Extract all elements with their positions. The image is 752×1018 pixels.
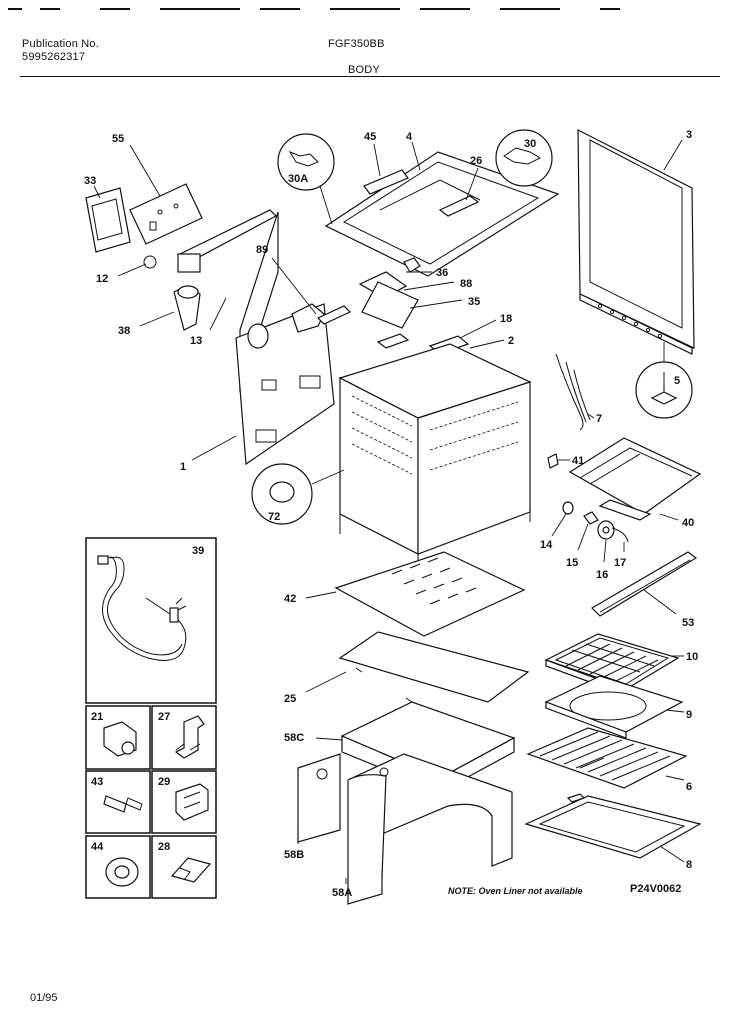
- label-1: 1: [180, 461, 186, 473]
- label-13: 13: [190, 335, 202, 347]
- part-89-valve: 89: [256, 244, 352, 333]
- publication-label: Publication No.: [22, 38, 99, 50]
- part-4-top-frame: 4: [324, 131, 560, 277]
- label-41: 41: [572, 455, 584, 467]
- part-7-tubes: 7: [555, 353, 602, 431]
- label-14: 14: [540, 539, 553, 551]
- label-29: 29: [158, 776, 170, 788]
- label-26: 26: [470, 155, 482, 167]
- label-58A: 58A: [332, 887, 352, 899]
- inset-part-43: 43: [85, 770, 151, 834]
- inset-part-21: 21: [85, 705, 151, 770]
- inset-part-44: 44: [85, 835, 151, 899]
- label-17: 17: [614, 557, 626, 569]
- label-88: 88: [460, 278, 472, 290]
- label-36: 36: [436, 267, 448, 279]
- part-40-burner: 40: [568, 437, 702, 529]
- label-27: 27: [158, 711, 170, 723]
- section-title: BODY: [348, 64, 380, 76]
- label-9: 9: [686, 709, 692, 721]
- label-72: 72: [268, 511, 280, 523]
- part-36-88-35-manifold: 36 88 35: [358, 267, 480, 329]
- part-8-oven-liner: 8: [524, 793, 702, 871]
- part-3-door-panel: 3: [577, 129, 695, 355]
- label-10: 10: [686, 651, 698, 663]
- part-42-bottom-panel: 42: [284, 551, 526, 637]
- inset-part-27: 27: [151, 705, 217, 770]
- publication-date: 01/95: [30, 992, 58, 1004]
- part-30-callout: 30: [495, 129, 553, 187]
- diagram-code: P24V0062: [630, 883, 681, 895]
- part-5-leveler-callout: 5: [635, 342, 693, 419]
- oven-cavity: [338, 343, 532, 564]
- label-33: 33: [84, 175, 96, 187]
- label-2: 2: [508, 335, 514, 347]
- part-30A-callout: 30A: [277, 133, 335, 225]
- liner-note: NOTE: Oven Liner not available: [448, 886, 583, 896]
- label-39: 39: [192, 545, 204, 557]
- label-12: 12: [96, 273, 108, 285]
- inset-power-cord: 39: [85, 537, 217, 704]
- part-55-control-board: 55: [112, 133, 203, 245]
- label-15: 15: [566, 557, 578, 569]
- label-5: 5: [674, 375, 680, 387]
- label-7: 7: [596, 413, 602, 425]
- label-43: 43: [91, 776, 103, 788]
- part-13-screw: 13: [190, 297, 227, 347]
- label-4: 4: [406, 131, 413, 143]
- part-26-bracket: 26: [438, 155, 482, 217]
- part-72-callout: 72: [251, 463, 345, 525]
- label-35: 35: [468, 296, 480, 308]
- label-89: 89: [256, 244, 268, 256]
- label-25: 25: [284, 693, 296, 705]
- label-38: 38: [118, 325, 130, 337]
- part-45-bracket: 45: [363, 131, 409, 195]
- part-1-side-panel: 1: [180, 303, 335, 473]
- label-45: 45: [364, 131, 376, 143]
- part-53-rail: 53: [591, 551, 698, 629]
- label-8: 8: [686, 859, 692, 871]
- part-25-baffle: 25: [284, 631, 530, 705]
- model-number: FGF350BB: [328, 38, 385, 50]
- part-58B-58A-insulation: 58B 58A: [284, 753, 513, 905]
- scan-top-marks: [0, 0, 752, 10]
- label-18: 18: [500, 313, 512, 325]
- label-6: 6: [686, 781, 692, 793]
- label-40: 40: [682, 517, 694, 529]
- label-44: 44: [91, 841, 104, 853]
- label-53: 53: [682, 617, 694, 629]
- inset-part-29: 29: [151, 770, 217, 834]
- label-28: 28: [158, 841, 170, 853]
- part-38-bracket: 38: [118, 285, 201, 337]
- inset-part-28: 28: [151, 835, 217, 899]
- label-55: 55: [112, 133, 124, 145]
- label-58B: 58B: [284, 849, 304, 861]
- label-58C: 58C: [284, 732, 304, 744]
- part-9-broil-pan: 9: [544, 675, 692, 739]
- label-30A: 30A: [288, 173, 308, 185]
- label-3: 3: [686, 129, 692, 141]
- parts-14-15-16-17: 14 15 16 17: [540, 501, 629, 581]
- label-30: 30: [524, 138, 536, 150]
- label-21: 21: [91, 711, 103, 723]
- publication-number: 5995262317: [22, 51, 86, 63]
- label-42: 42: [284, 593, 296, 605]
- part-41-clip: 41: [547, 453, 584, 469]
- part-6-oven-rack: 6: [526, 727, 692, 793]
- header-rule: [20, 76, 720, 77]
- label-16: 16: [596, 569, 608, 581]
- part-33-clock: 33: [84, 175, 131, 253]
